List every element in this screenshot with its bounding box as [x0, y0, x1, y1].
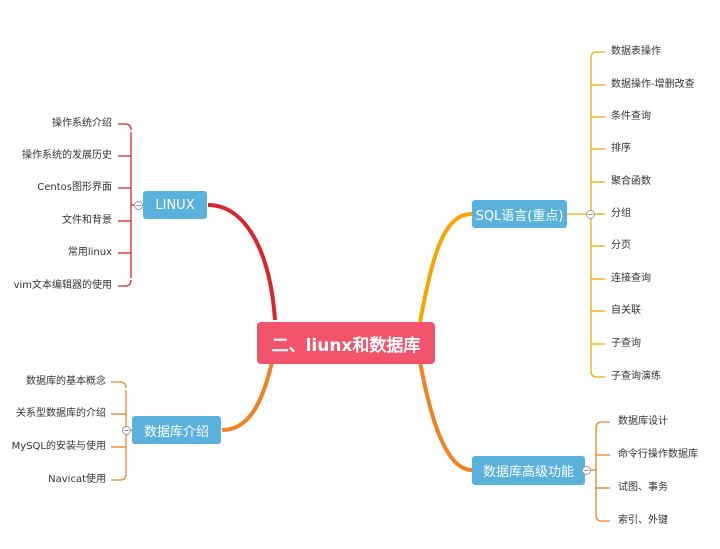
- collapse-toggle-linux[interactable]: [134, 201, 143, 210]
- branch-sql-label: SQL语言(重点): [475, 208, 564, 224]
- leaf-sql-1[interactable]: 数据表操作: [611, 46, 661, 57]
- connector-sql: [418, 212, 473, 323]
- leaf-sql-8[interactable]: 连接查询: [611, 273, 651, 284]
- collapse-toggle-sql[interactable]: [586, 210, 595, 219]
- branch-linux[interactable]: LINUX: [143, 191, 207, 219]
- central-topic-label: 二、liunx和数据库: [271, 335, 421, 356]
- leaf-advanced-4[interactable]: 索引、外键: [618, 515, 668, 526]
- branch-database-advanced-label: 数据库高级功能: [482, 465, 574, 480]
- leaf-sql-5[interactable]: 聚合函数: [611, 176, 651, 187]
- leaf-sql-2[interactable]: 数据操作-增删改查: [611, 79, 695, 90]
- leaf-dbintro-3[interactable]: MySQL的安装与使用: [11, 441, 106, 452]
- leaf-linux-4[interactable]: 文件和背景: [62, 215, 112, 226]
- branch-sql[interactable]: SQL语言(重点): [472, 200, 567, 228]
- leaf-dbintro-2[interactable]: 关系型数据库的介绍: [16, 408, 106, 419]
- leaf-dbintro-4[interactable]: Navicat使用: [48, 474, 106, 485]
- leaf-dbintro-1[interactable]: 数据库的基本概念: [26, 376, 106, 387]
- collapse-toggle-database-intro[interactable]: [122, 426, 131, 435]
- leaf-linux-6[interactable]: vim文本编辑器的使用: [13, 280, 112, 291]
- leaf-sql-3[interactable]: 条件查询: [611, 111, 651, 122]
- central-topic[interactable]: 二、liunx和数据库: [257, 322, 435, 364]
- leaf-sql-11[interactable]: 子查询演练: [611, 371, 661, 382]
- branch-linux-label: LINUX: [155, 197, 195, 213]
- branch-database-advanced[interactable]: 数据库高级功能: [472, 456, 585, 485]
- leaf-sql-10[interactable]: 子查询: [611, 338, 641, 349]
- leaf-advanced-3[interactable]: 试图、事务: [618, 482, 668, 493]
- leaf-sql-4[interactable]: 排序: [611, 143, 631, 154]
- linux-brackets: [118, 123, 136, 287]
- connector-advanced: [418, 361, 473, 472]
- leaf-sql-7[interactable]: 分页: [611, 240, 631, 251]
- collapse-toggle-database-advanced[interactable]: [582, 466, 591, 475]
- leaf-linux-3[interactable]: Centos图形界面: [37, 182, 112, 193]
- leaf-sql-6[interactable]: 分组: [611, 208, 631, 219]
- leaf-advanced-2[interactable]: 命令行操作数据库: [618, 449, 698, 460]
- leaf-sql-9[interactable]: 自关联: [611, 305, 641, 316]
- leaf-linux-5[interactable]: 常用linux: [67, 247, 112, 258]
- connector-dbintro: [221, 361, 274, 432]
- leaf-linux-2[interactable]: 操作系统的发展历史: [22, 150, 112, 161]
- branch-database-intro[interactable]: 数据库介绍: [132, 416, 221, 444]
- advanced-brackets: [585, 421, 610, 522]
- leaf-advanced-1[interactable]: 数据库设计: [618, 416, 668, 427]
- connector-linux: [207, 203, 277, 321]
- branch-database-intro-label: 数据库介绍: [143, 424, 209, 440]
- leaf-linux-1[interactable]: 操作系统介绍: [52, 118, 112, 129]
